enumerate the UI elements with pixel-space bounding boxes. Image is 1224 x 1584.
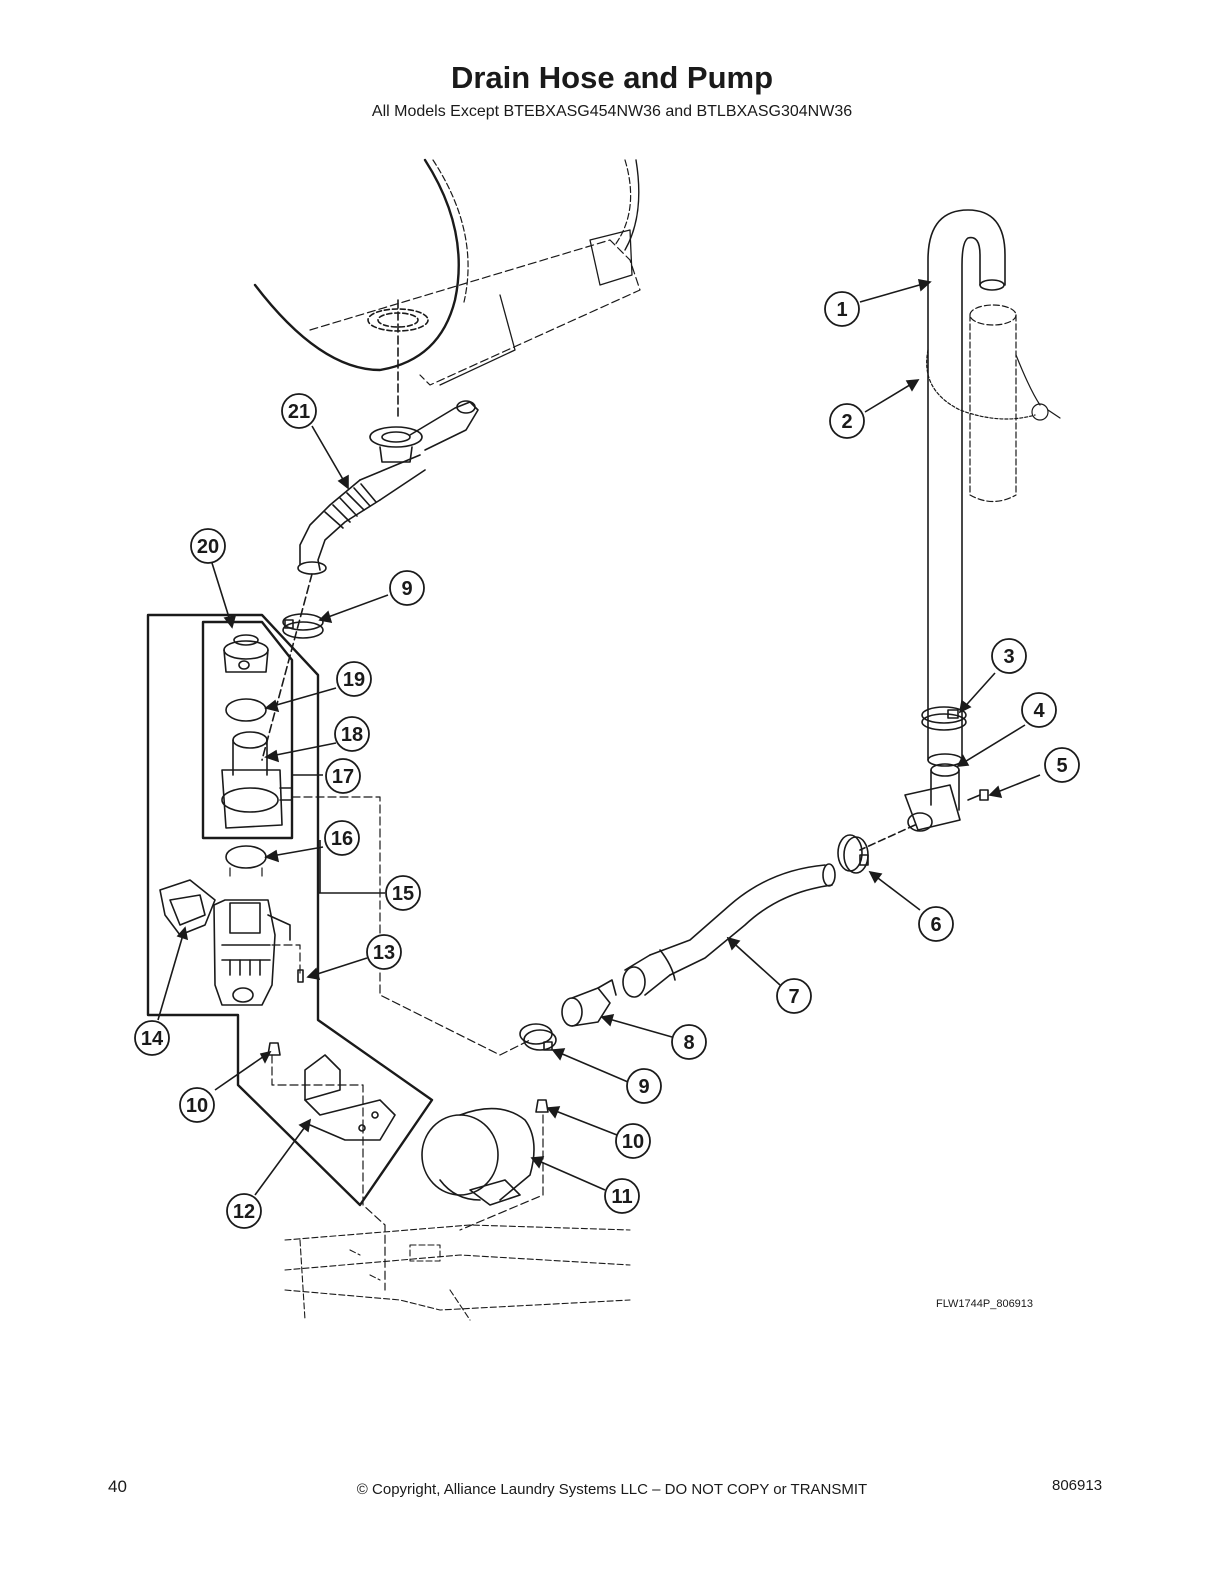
document-number: 806913 [1052, 1477, 1103, 1494]
part-1-drain-hose [927, 209, 1006, 767]
part-4-outlet-elbow [859, 763, 961, 851]
callout-1: 1 [836, 299, 847, 321]
callout-12: 12 [233, 1201, 255, 1223]
part-14-pump [159, 879, 291, 1006]
callout-7: 7 [788, 986, 799, 1008]
part-8-adapter [561, 979, 617, 1027]
part-21-hose [261, 400, 479, 761]
callout-17: 17 [332, 766, 354, 788]
callout-19: 19 [343, 669, 365, 691]
callout-2: 2 [841, 411, 852, 433]
part-3-clamp [921, 706, 967, 731]
part-2-bead-chain [926, 349, 1061, 421]
callout-4: 4 [1033, 700, 1045, 722]
part-5-screw [967, 789, 989, 801]
part-7-hose [622, 863, 836, 998]
callout-10-left: 10 [186, 1095, 208, 1117]
callout-13: 13 [373, 942, 395, 964]
callout-3: 3 [1003, 646, 1014, 668]
callout-11: 11 [611, 1186, 632, 1208]
figure-code: FLW1744P_806913 [936, 1298, 1034, 1310]
part-10-screw-left [267, 1042, 281, 1056]
assembly-guide-lines [229, 796, 544, 1291]
callout-5: 5 [1056, 755, 1067, 777]
part-9-clamp-lower [519, 1023, 557, 1051]
page-number: 40 [108, 1477, 127, 1496]
page-title: Drain Hose and Pump [450, 60, 774, 95]
part-20-cap [223, 634, 269, 673]
tub-outline [253, 158, 641, 419]
callout-10-right: 10 [622, 1131, 644, 1153]
part-11-hose-holder [421, 1107, 535, 1206]
callout-6: 6 [930, 914, 941, 936]
callout-15: 15 [392, 883, 414, 905]
part-16-o-ring [225, 845, 267, 869]
cabinet-base-outline [284, 1224, 631, 1321]
part-6-clamp [837, 834, 869, 874]
part-13-screw [297, 969, 304, 983]
callout-labels: 1 2 3 4 5 6 7 8 9 9 10 10 11 12 13 14 15… [141, 299, 1068, 1223]
copyright-notice: © Copyright, Alliance Laundry Systems LL… [356, 1481, 868, 1498]
leader-arrows [157, 279, 1041, 1196]
part-10-screw-right [535, 1099, 549, 1113]
part-12-bracket [304, 1054, 396, 1141]
callout-8: 8 [683, 1032, 694, 1054]
callout-18: 18 [341, 724, 363, 746]
callout-20: 20 [197, 536, 219, 558]
callout-9-upper: 9 [401, 578, 412, 600]
part-9-clamp-upper [282, 613, 324, 639]
callout-21: 21 [288, 401, 310, 423]
callout-14: 14 [141, 1028, 164, 1050]
part-19-o-ring [225, 698, 267, 722]
part-18-housing [221, 731, 293, 829]
callout-9-lower: 9 [638, 1076, 649, 1098]
callout-16: 16 [331, 828, 353, 850]
standpipe-outline [969, 304, 1017, 503]
page-subtitle: All Models Except BTEBXASG454NW36 and BT… [371, 103, 853, 120]
callouts [134, 291, 1080, 1229]
pump-assembly-outline [146, 613, 434, 1207]
